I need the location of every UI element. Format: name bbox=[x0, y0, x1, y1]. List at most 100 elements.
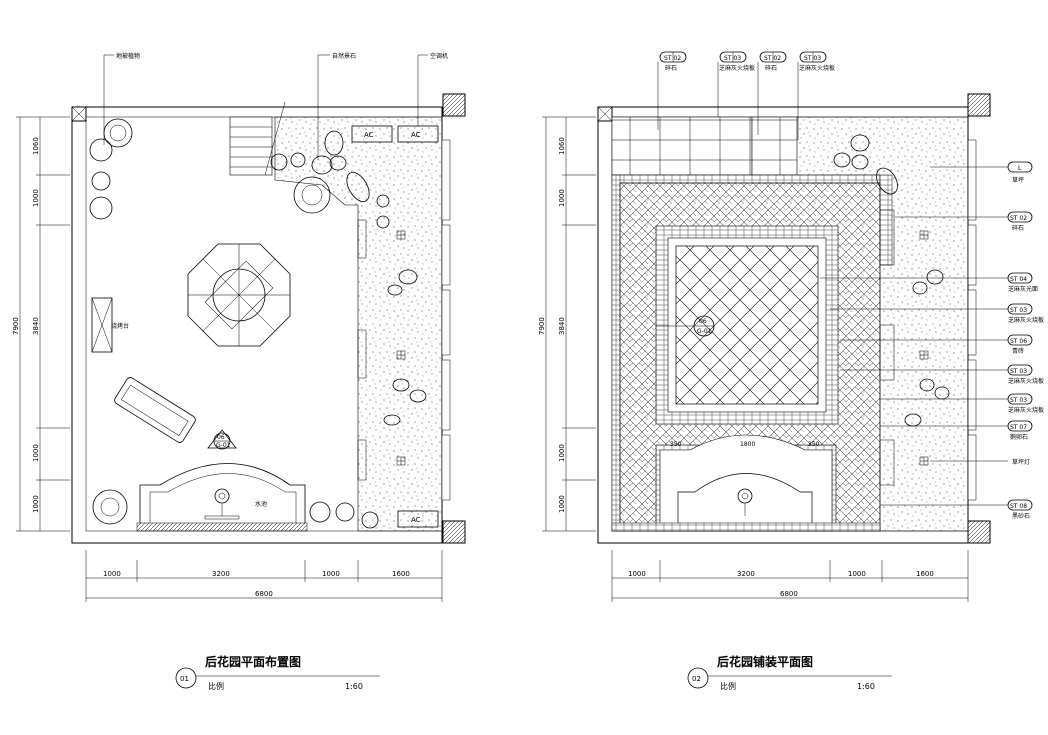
plan2-bottom-dimensions: 1000 3200 1000 1600 6800 bbox=[611, 550, 969, 602]
svg-text:碎石: 碎石 bbox=[665, 64, 677, 72]
svg-text:芝麻灰火烧板: 芝麻灰火烧板 bbox=[719, 64, 755, 72]
svg-text:1000: 1000 bbox=[32, 189, 40, 207]
material-tag: ST 03 芝麻灰火烧板 bbox=[840, 364, 1044, 385]
svg-text:06: 06 bbox=[699, 318, 707, 325]
plan2-top-material-tags: ST 02 碎石 ST 03 芝麻灰火烧板 ST 02 碎石 ST 03 芝麻灰… bbox=[657, 51, 835, 140]
plan1-windows bbox=[441, 139, 451, 501]
diagonal-slab-paving bbox=[675, 245, 819, 405]
ac-unit-label: AC bbox=[364, 131, 374, 139]
plan1-column-bottom-right bbox=[442, 520, 466, 544]
bbq-label: 烧烤台 bbox=[111, 322, 129, 330]
patio-umbrella-table bbox=[187, 243, 291, 347]
svg-text:1600: 1600 bbox=[916, 570, 934, 578]
scale-value: 1:60 bbox=[857, 682, 875, 691]
svg-text:ST 08: ST 08 bbox=[1010, 503, 1027, 510]
svg-text:3840: 3840 bbox=[558, 317, 566, 335]
svg-text:ST 02: ST 02 bbox=[1010, 215, 1027, 222]
svg-text:ST 03: ST 03 bbox=[1010, 397, 1027, 404]
plan1-left-dimensions: 1060 1000 3840 1000 1000 7900 bbox=[12, 116, 70, 532]
svg-text:ST 03: ST 03 bbox=[804, 55, 821, 62]
svg-text:1600: 1600 bbox=[392, 570, 410, 578]
svg-text:1000: 1000 bbox=[32, 444, 40, 462]
svg-text:芝麻灰火烧板: 芝麻灰火烧板 bbox=[1008, 377, 1044, 385]
plan1-fountain: 水池 bbox=[136, 463, 308, 532]
material-tag: L 草坪 bbox=[930, 161, 1033, 184]
plan1-section-marker: 06 G-01 bbox=[207, 429, 237, 450]
plan1-garden-lamps bbox=[396, 230, 406, 466]
scale-label: 比例 bbox=[720, 681, 736, 691]
svg-text:1800: 1800 bbox=[740, 441, 755, 448]
svg-text:草坪: 草坪 bbox=[1012, 176, 1024, 184]
material-tag: ST 08 黑砂石 bbox=[880, 499, 1033, 520]
plan2-left-dimensions: 1060 1000 3840 1000 1000 7900 bbox=[538, 116, 596, 532]
svg-text:7900: 7900 bbox=[12, 317, 20, 335]
svg-text:3840: 3840 bbox=[32, 317, 40, 335]
svg-text:350: 350 bbox=[670, 441, 682, 448]
svg-text:草坪灯: 草坪灯 bbox=[1012, 458, 1030, 466]
plan1-plants bbox=[89, 118, 427, 529]
svg-text:L: L bbox=[1018, 165, 1022, 172]
material-tag: 草坪灯 bbox=[930, 458, 1030, 466]
svg-text:G-01: G-01 bbox=[697, 328, 712, 335]
callout-stone: 自然景石 bbox=[332, 52, 356, 60]
svg-text:芝麻灰光面: 芝麻灰光面 bbox=[1008, 285, 1038, 293]
drawing-title: 后花园平面布置图 bbox=[205, 654, 301, 669]
ac-unit bbox=[351, 125, 393, 143]
svg-text:1000: 1000 bbox=[558, 495, 566, 513]
fountain-label: 水池 bbox=[255, 500, 267, 508]
svg-text:1000: 1000 bbox=[848, 570, 866, 578]
plan-2-paving: 06 G-01 350 1800 350 ST 02 碎石 ST 03 芝麻灰火… bbox=[538, 51, 1044, 691]
scale-label: 比例 bbox=[208, 681, 224, 691]
material-tag: ST 06 青砖 bbox=[840, 334, 1033, 355]
svg-text:1000: 1000 bbox=[322, 570, 340, 578]
material-tag: ST 02 碎石 bbox=[895, 211, 1033, 232]
svg-text:ST 03: ST 03 bbox=[1010, 368, 1027, 375]
svg-text:1000: 1000 bbox=[103, 570, 121, 578]
material-tag: ST 03 芝麻灰火烧板 bbox=[880, 393, 1044, 414]
svg-text:350: 350 bbox=[808, 441, 820, 448]
svg-text:7900: 7900 bbox=[538, 317, 546, 335]
callout-plant: 地被植物 bbox=[116, 52, 140, 60]
scale-value: 1:60 bbox=[345, 682, 363, 691]
plan2-section-marker: 06 G-01 bbox=[656, 315, 715, 337]
plan-1-layout: AC AC AC bbox=[12, 52, 466, 691]
svg-text:碎石: 碎石 bbox=[765, 64, 777, 72]
svg-text:1000: 1000 bbox=[32, 495, 40, 513]
svg-text:3200: 3200 bbox=[737, 570, 755, 578]
svg-text:黑砂石: 黑砂石 bbox=[1012, 512, 1030, 520]
section-sheet-ref: G-01 bbox=[216, 442, 231, 449]
svg-text:芝麻灰火烧板: 芝麻灰火烧板 bbox=[1008, 406, 1044, 414]
drawing-number: 01 bbox=[180, 675, 189, 683]
drawing-number: 02 bbox=[692, 675, 701, 683]
outdoor-sofa bbox=[114, 377, 196, 443]
plan1-title-block: 01 后花园平面布置图 比例 1:60 bbox=[175, 654, 380, 691]
bbq-counter bbox=[91, 297, 113, 353]
ac-unit-label: AC bbox=[411, 516, 421, 524]
ac-unit bbox=[397, 510, 439, 528]
svg-text:6800: 6800 bbox=[255, 590, 273, 598]
svg-text:1000: 1000 bbox=[558, 189, 566, 207]
material-tag: ST 07 鹅卵石 bbox=[880, 420, 1033, 441]
plan1-column-top-right bbox=[442, 93, 466, 117]
ac-unit-label: AC bbox=[411, 131, 421, 139]
svg-text:ST 04: ST 04 bbox=[1010, 276, 1027, 283]
material-tag: ST 03 芝麻灰火烧板 bbox=[830, 303, 1044, 324]
svg-text:ST 03: ST 03 bbox=[724, 55, 741, 62]
svg-text:6800: 6800 bbox=[780, 590, 798, 598]
svg-text:1000: 1000 bbox=[558, 444, 566, 462]
section-number: 06 bbox=[217, 434, 225, 441]
material-tag: ST 04 芝麻灰光面 bbox=[820, 272, 1038, 293]
svg-text:碎石: 碎石 bbox=[1012, 224, 1024, 232]
svg-text:1060: 1060 bbox=[558, 137, 566, 155]
plan2-title-block: 02 后花园铺装平面图 比例 1:60 bbox=[687, 654, 892, 691]
svg-text:1000: 1000 bbox=[628, 570, 646, 578]
svg-text:芝麻灰火烧板: 芝麻灰火烧板 bbox=[799, 64, 835, 72]
svg-text:鹅卵石: 鹅卵石 bbox=[1010, 433, 1028, 441]
drawing-title: 后花园铺装平面图 bbox=[717, 654, 813, 669]
plan1-stairs bbox=[229, 101, 286, 176]
plan1-bottom-dimensions: 1000 3200 1000 1600 6800 bbox=[85, 550, 443, 602]
svg-text:ST 02: ST 02 bbox=[664, 55, 681, 62]
svg-text:ST 02: ST 02 bbox=[764, 55, 781, 62]
callout-ac: 空调机 bbox=[430, 52, 448, 60]
